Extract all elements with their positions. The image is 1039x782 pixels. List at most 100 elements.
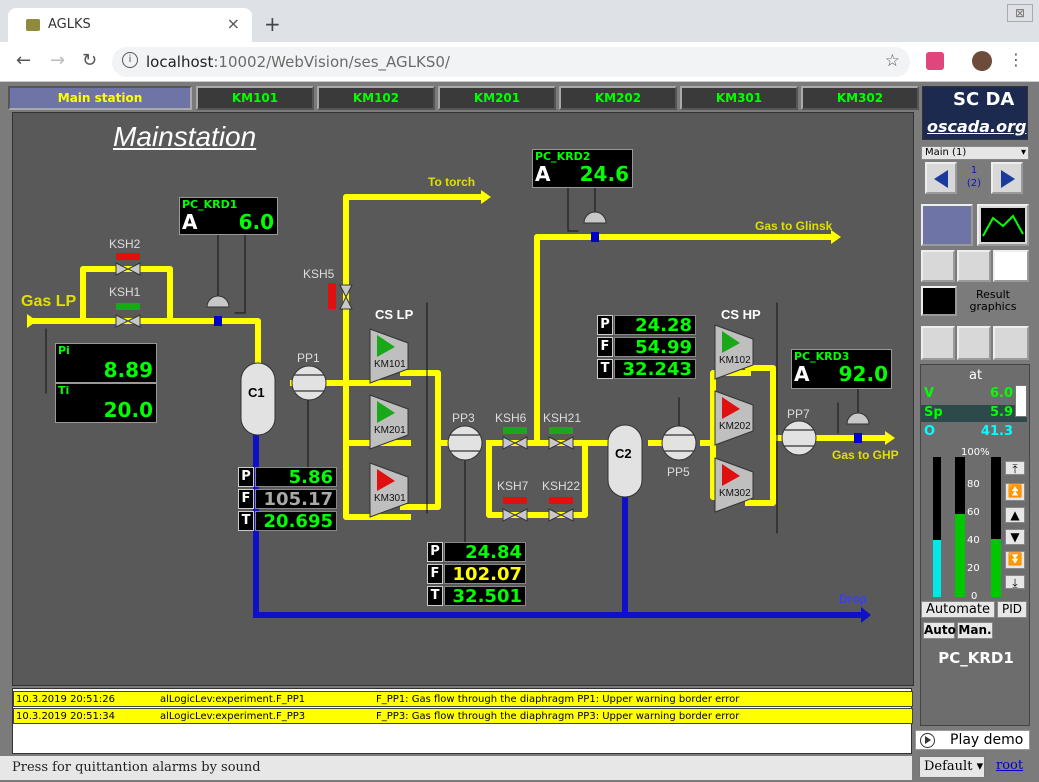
reload-icon[interactable]: ↻ — [82, 50, 98, 71]
browser-tab[interactable]: AGLKS × — [8, 8, 252, 42]
regulator-name: PC_KRD2 — [535, 150, 591, 163]
doc-view-button[interactable] — [993, 250, 1029, 282]
ksh1-label[interactable]: KSH1 — [109, 285, 141, 299]
tab-km202[interactable]: KM202 — [559, 86, 677, 110]
km202-label[interactable]: KM202 — [719, 421, 751, 432]
ksh2-label[interactable]: KSH2 — [109, 237, 141, 251]
alarm-list[interactable]: 10.3.2019 20:51:26 alLogicLev:experiment… — [12, 688, 913, 754]
scale-label: 20 — [967, 563, 980, 574]
alarm-row[interactable]: 10.3.2019 20:51:34 alLogicLev:experiment… — [13, 708, 913, 724]
km101-label[interactable]: KM101 — [374, 359, 406, 370]
menu-dots-icon[interactable]: ⋮ — [1008, 50, 1024, 69]
tab-km201[interactable]: KM201 — [438, 86, 556, 110]
pc-krd2-box[interactable]: PC_KRD2 A 24.6 — [532, 149, 633, 188]
trend-icon — [981, 208, 1025, 242]
lightbulb-icon[interactable] — [921, 326, 955, 360]
scale-label: 80 — [967, 479, 980, 490]
alarm-row[interactable]: 10.3.2019 20:51:26 alLogicLev:experiment… — [13, 691, 913, 707]
result-graphics-icon[interactable] — [921, 286, 957, 316]
sound-icon[interactable] — [993, 326, 1029, 360]
tab-km301[interactable]: KM301 — [680, 86, 798, 110]
back-icon[interactable]: ← — [16, 50, 32, 71]
alarm-source: alLogicLev:experiment.F_PP3 — [160, 711, 306, 722]
oscada-logo[interactable]: SC DA oscada.org — [922, 86, 1028, 140]
status-bar[interactable]: Press for quittantion alarms by sound — [0, 756, 912, 780]
ksh22-label[interactable]: KSH22 — [542, 479, 581, 493]
p-key: P — [427, 542, 443, 562]
window-close-icon[interactable]: ⊠ — [1007, 4, 1033, 22]
pc-krd1-box[interactable]: PC_KRD1 A 6.0 — [179, 197, 278, 235]
alarm-message: F_PP1: Gas flow through the diaphragm PP… — [376, 694, 740, 705]
tab-km101[interactable]: KM101 — [196, 86, 314, 110]
c2-label[interactable]: C2 — [615, 446, 632, 461]
ksh6-label[interactable]: KSH6 — [495, 411, 527, 425]
horn-icon[interactable] — [957, 326, 991, 360]
km201-label[interactable]: KM201 — [374, 425, 406, 436]
result-graphics-label[interactable]: Result graphics — [969, 288, 1017, 313]
new-tab-icon[interactable]: + — [264, 12, 281, 36]
panel-view-button-2[interactable] — [957, 250, 991, 282]
tab-km302[interactable]: KM302 — [801, 86, 919, 110]
step-down-fast-button[interactable]: ⏬ — [1005, 551, 1025, 569]
pi-key: Pi — [58, 344, 70, 357]
forward-icon[interactable]: → — [50, 50, 66, 71]
pp3-t: 32.501 — [444, 586, 526, 606]
step-down-button[interactable]: ▼ — [1005, 529, 1025, 545]
automate-button[interactable]: Automate — [921, 601, 995, 618]
ksh5-label[interactable]: KSH5 — [303, 267, 335, 281]
info-icon[interactable]: i — [122, 52, 138, 68]
to-torch-label: To torch — [428, 175, 476, 189]
alarm-time: 10.3.2019 20:51:26 — [16, 694, 115, 705]
pi-box[interactable]: Pi 8.89 — [55, 343, 157, 383]
tab-main-station[interactable]: Main station — [8, 86, 192, 110]
tab-km102[interactable]: KM102 — [317, 86, 435, 110]
pid-scroll[interactable] — [1015, 385, 1027, 417]
ti-box[interactable]: Ti 20.0 — [55, 383, 157, 423]
scale-label: 40 — [967, 535, 980, 546]
page-number: 1(2) — [966, 165, 982, 189]
panel-view-button[interactable] — [921, 250, 955, 282]
t-key: T — [597, 359, 613, 379]
pp7-label[interactable]: PP7 — [787, 407, 810, 421]
step-down-min-button[interactable]: ⤓ — [1005, 575, 1025, 590]
regulator-value: 92.0 — [838, 362, 888, 386]
pc-krd3-box[interactable]: PC_KRD3 A 92.0 — [791, 349, 892, 389]
pp5-label[interactable]: PP5 — [667, 465, 690, 479]
bookmark-star-icon[interactable]: ☆ — [884, 51, 900, 71]
c1-label[interactable]: C1 — [248, 385, 265, 400]
km302-label[interactable]: KM302 — [719, 488, 751, 499]
address-bar[interactable]: i localhost:10002/WebVision/ses_AGLKS0/ … — [112, 47, 910, 77]
play-demo-button[interactable]: Play demo — [915, 730, 1030, 750]
manual-button[interactable]: Man. — [957, 622, 993, 639]
extension-icon[interactable] — [926, 52, 944, 70]
auto-button[interactable]: Auto — [923, 622, 956, 639]
mnemo-view-button[interactable] — [921, 204, 973, 246]
user-root-link[interactable]: root — [996, 758, 1024, 773]
ksh21-label[interactable]: KSH21 — [543, 411, 582, 425]
pp1-p: 5.86 — [255, 467, 337, 487]
page-select[interactable]: Main (1)▾ — [921, 146, 1029, 160]
km301-label[interactable]: KM301 — [374, 493, 406, 504]
pp3-label[interactable]: PP3 — [452, 411, 475, 425]
ksh7-label[interactable]: KSH7 — [497, 479, 529, 493]
avatar[interactable] — [972, 51, 992, 71]
step-up-max-button[interactable]: ⤒ — [1005, 461, 1025, 476]
step-up-fast-button[interactable]: ⏫ — [1005, 483, 1025, 501]
step-up-button[interactable]: ▲ — [1005, 507, 1025, 523]
default-select[interactable]: Default ▾ — [919, 756, 985, 778]
next-page-button[interactable] — [991, 162, 1023, 194]
pid-button[interactable]: PID — [997, 601, 1027, 618]
arrow-right-icon — [1001, 170, 1015, 188]
webvision-app: Main station KM101 KM102 KM201 KM202 KM3… — [0, 82, 1039, 782]
regulator-name: PC_KRD1 — [182, 198, 238, 211]
trend-view-button[interactable] — [977, 204, 1029, 246]
pp3-p: 24.84 — [444, 542, 526, 562]
prev-page-button[interactable] — [925, 162, 957, 194]
pp1-label[interactable]: PP1 — [297, 351, 320, 365]
regulator-mode: A — [182, 210, 198, 234]
km102-label[interactable]: KM102 — [719, 355, 751, 366]
tab-close-icon[interactable]: × — [226, 14, 240, 33]
